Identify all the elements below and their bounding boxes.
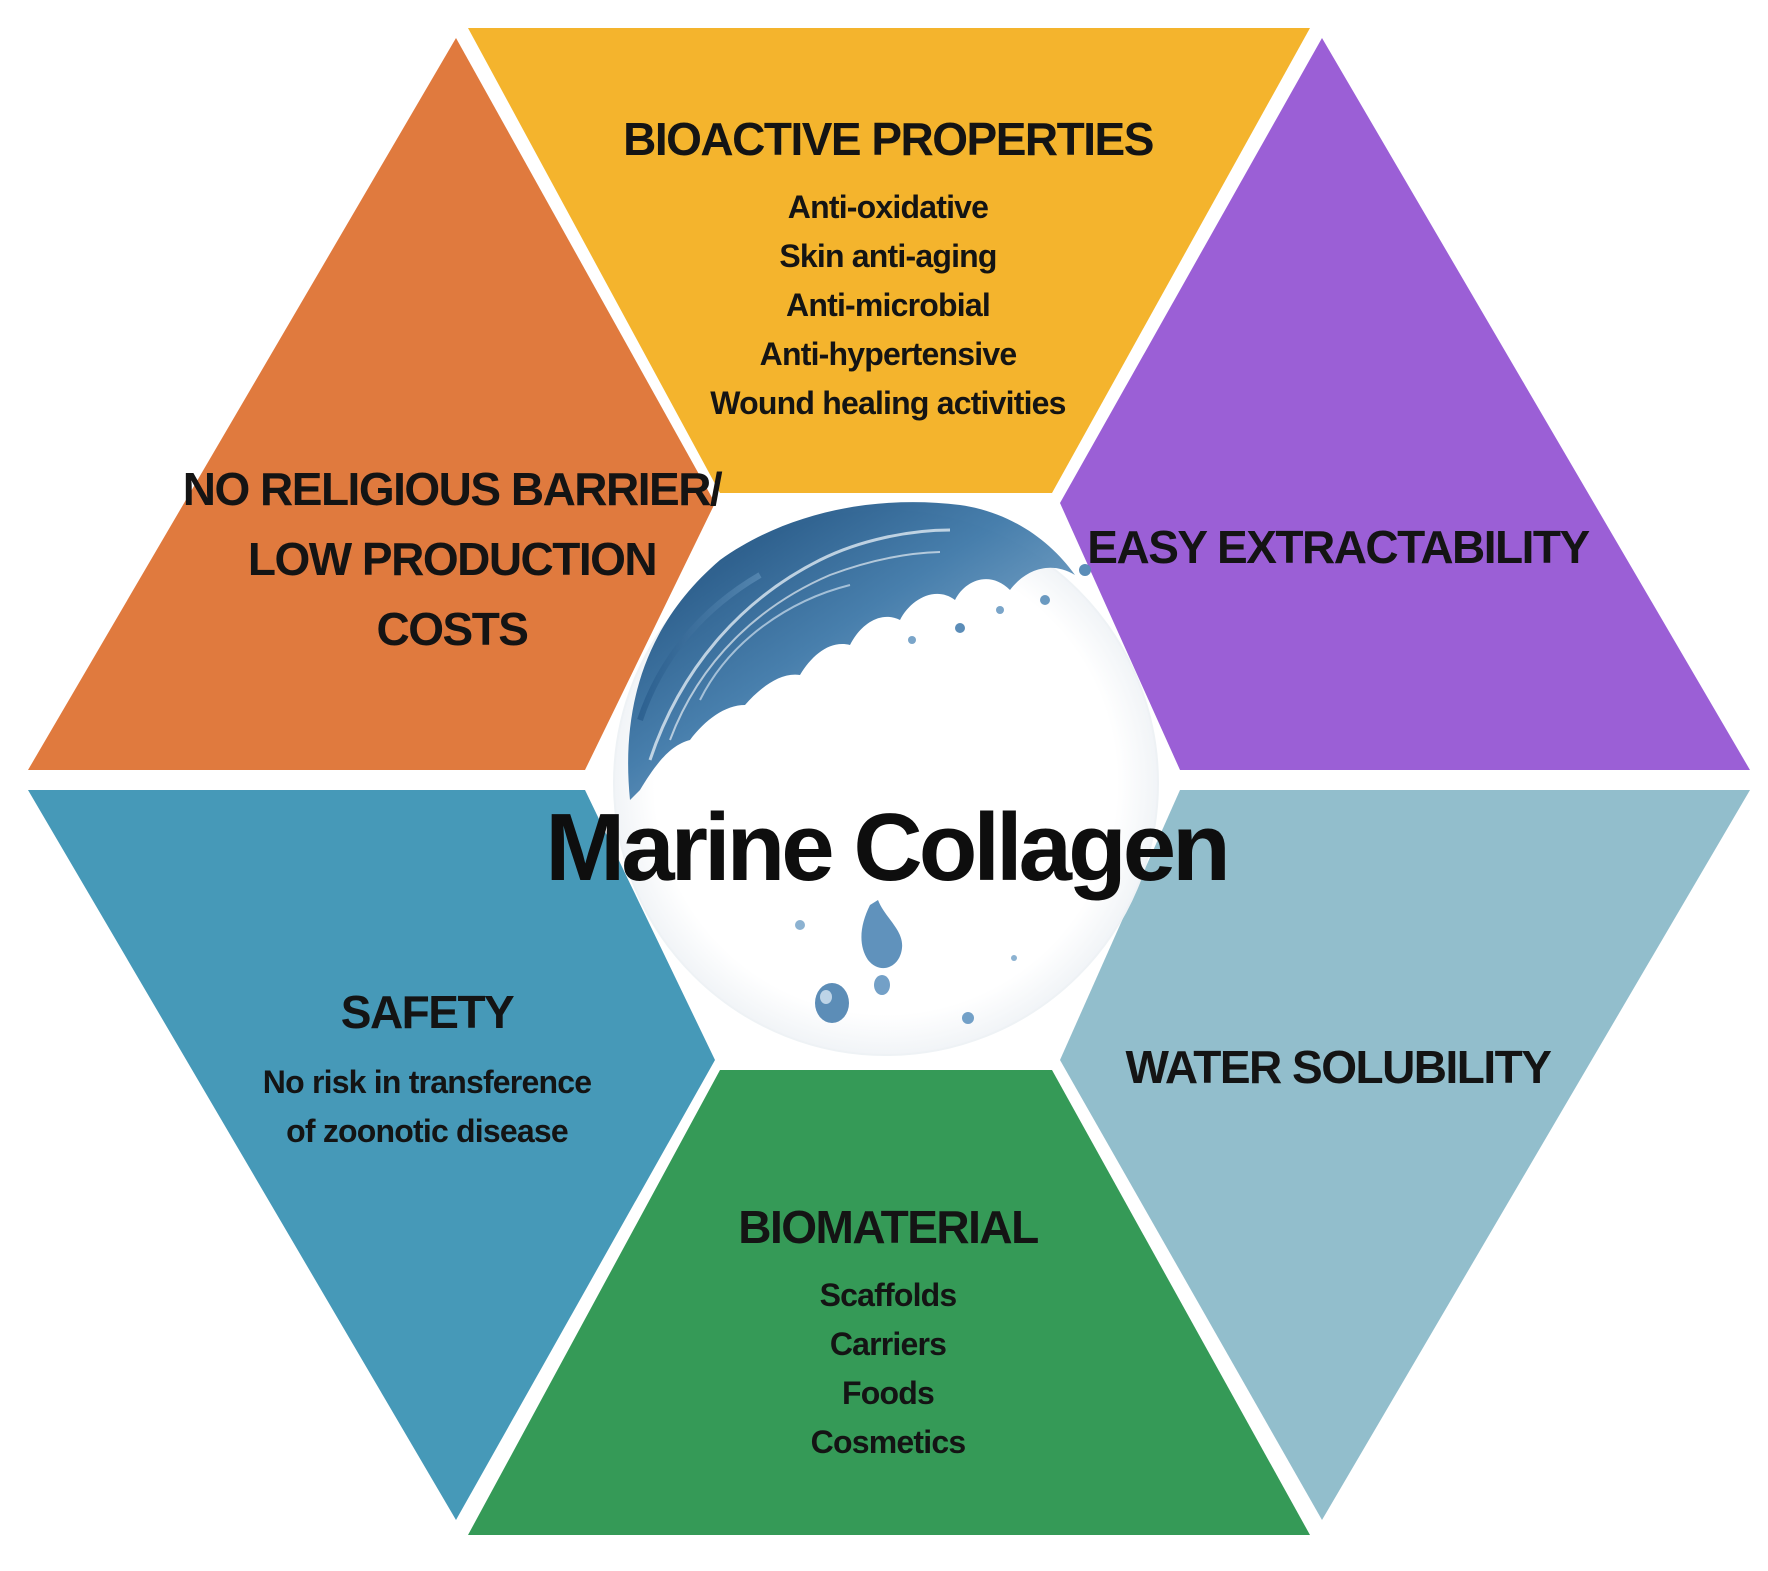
- segment-safety: [28, 790, 715, 1520]
- biomaterial-item: Scaffolds: [820, 1277, 957, 1313]
- biomaterial-item: Cosmetics: [811, 1424, 966, 1460]
- bioactive-item: Wound healing activities: [710, 385, 1065, 421]
- segment-water-solubility: [1060, 790, 1750, 1520]
- bioactive-item: Anti-oxidative: [788, 189, 988, 225]
- water-splash-graphic: [628, 502, 1075, 800]
- religious-title-line: COSTS: [377, 603, 528, 655]
- center-title: Marine Collagen: [545, 794, 1226, 901]
- water-droplet-graphic: [861, 900, 903, 969]
- safety-title: SAFETY: [341, 986, 514, 1038]
- bioactive-item: Anti-microbial: [786, 287, 990, 323]
- safety-item: No risk in transference: [263, 1064, 591, 1100]
- religious-title-line: NO RELIGIOUS BARRIER/: [183, 463, 723, 515]
- segment-religious-barrier: [28, 38, 715, 770]
- safety-item: of zoonotic disease: [286, 1113, 568, 1149]
- extractability-title: EASY EXTRACTABILITY: [1087, 521, 1589, 573]
- segment-easy-extractability: [1060, 38, 1750, 770]
- bioactive-title: BIOACTIVE PROPERTIES: [623, 113, 1153, 165]
- religious-title-line: LOW PRODUCTION: [248, 533, 656, 585]
- solubility-title: WATER SOLUBILITY: [1126, 1041, 1552, 1093]
- bioactive-item: Anti-hypertensive: [760, 336, 1017, 372]
- biomaterial-item: Foods: [842, 1375, 934, 1411]
- bioactive-item: Skin anti-aging: [779, 238, 996, 274]
- segment-bioactive-properties: [468, 28, 1310, 493]
- center-image: [613, 502, 1159, 1056]
- segment-biomaterial: [468, 1070, 1310, 1535]
- biomaterial-title: BIOMATERIAL: [738, 1201, 1038, 1253]
- biomaterial-item: Carriers: [830, 1326, 946, 1362]
